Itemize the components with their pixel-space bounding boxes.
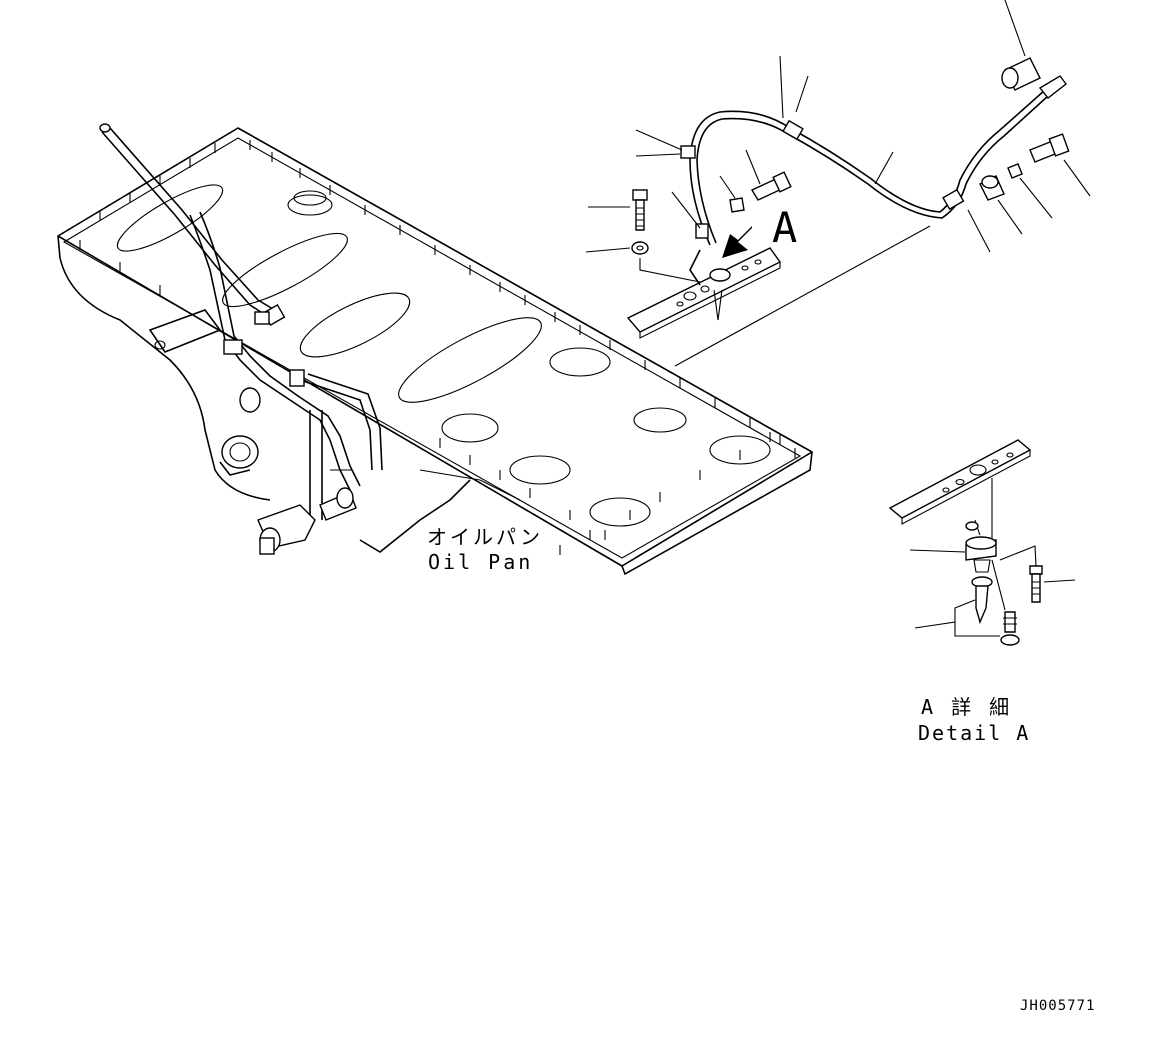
mounting-plate <box>626 247 782 339</box>
detail-a-en-label: Detail A <box>918 721 1030 745</box>
side-piping <box>148 211 383 555</box>
leader-lines <box>585 0 1091 283</box>
sensor-harness-drawing: A <box>585 0 1091 339</box>
drawing-number: JH005771 <box>1020 998 1095 1014</box>
oil-pan-drawing: オイルパン Oil Pan <box>56 123 931 576</box>
direction-arrow <box>722 226 752 258</box>
oil-pan-jp-label: オイルパン <box>427 525 543 549</box>
detail-a-drawing: A 詳 細 Detail A <box>888 439 1076 745</box>
detail-a-jp-label: A 詳 細 <box>921 695 1012 719</box>
loose-parts <box>631 57 1070 255</box>
view-marker-a: A <box>772 203 797 252</box>
oil-pan-en-label: Oil Pan <box>428 550 533 574</box>
sump-openings <box>116 184 771 527</box>
flange-bolts <box>79 140 796 555</box>
dipstick-tube <box>99 123 286 327</box>
